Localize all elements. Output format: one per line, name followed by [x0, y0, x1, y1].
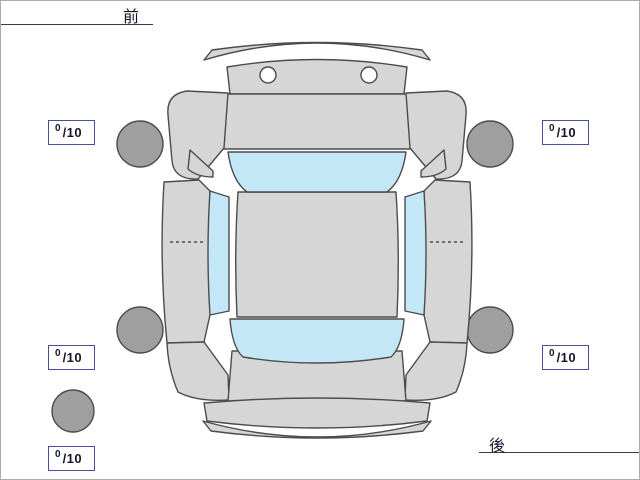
rear-label: 後 [479, 432, 639, 455]
roof-panel [235, 191, 399, 318]
tread-rating-spare: 0 /10 [48, 446, 95, 471]
tread-value: 0 [55, 348, 61, 359]
tread-value: 0 [549, 348, 555, 359]
wheel-rear-right [466, 306, 514, 354]
tread-value: 0 [549, 123, 555, 134]
side-panel-left [161, 179, 211, 344]
tread-denominator: /10 [62, 350, 83, 365]
tread-value: 0 [55, 449, 61, 460]
rear-bumper-lip [202, 420, 432, 439]
headlight-left-icon [259, 66, 277, 84]
rear-label-text: 後 [489, 438, 506, 455]
rear-window-glass [229, 318, 405, 364]
fender-rear-left [166, 341, 230, 402]
tread-denominator: /10 [62, 451, 83, 466]
rear-bumper [203, 397, 431, 429]
wheel-front-left [116, 120, 164, 168]
hood-panel [222, 93, 412, 150]
tread-denominator: /10 [556, 350, 577, 365]
front-spoiler [203, 41, 431, 61]
front-label: 前 [1, 3, 153, 26]
headlight-right-icon [360, 66, 378, 84]
tread-rating-rear-left: 0 /10 [48, 345, 95, 370]
windshield-glass [227, 151, 407, 193]
tread-rating-rear-right: 0 /10 [542, 345, 589, 370]
front-bumper [226, 58, 408, 95]
wheel-front-right [466, 120, 514, 168]
tread-rating-front-right: 0 /10 [542, 120, 589, 145]
fender-rear-right [404, 341, 468, 402]
tread-denominator: /10 [62, 125, 83, 140]
tread-rating-front-left: 0 /10 [48, 120, 95, 145]
spare-tire [51, 389, 95, 433]
side-window-left-glass [207, 190, 230, 316]
front-label-text: 前 [122, 9, 139, 26]
tread-denominator: /10 [556, 125, 577, 140]
mirror-right-icon [420, 149, 447, 178]
tread-value: 0 [55, 123, 61, 134]
side-window-right-glass [404, 190, 427, 316]
side-panel-right [423, 179, 473, 344]
mirror-left-icon [187, 149, 214, 178]
wheel-rear-left [116, 306, 164, 354]
fender-front-left [167, 90, 229, 180]
fender-front-right [405, 90, 467, 180]
